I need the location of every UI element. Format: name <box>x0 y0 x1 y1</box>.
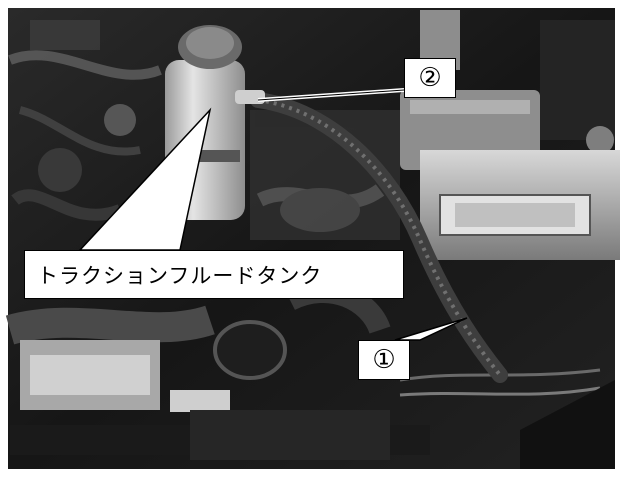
lower-components <box>5 281 615 469</box>
callout-number-2: ② <box>404 58 456 98</box>
tank-label: トラクションフルードタンク <box>24 250 404 299</box>
callout-number-1: ① <box>358 340 410 380</box>
battery-block <box>400 90 620 260</box>
